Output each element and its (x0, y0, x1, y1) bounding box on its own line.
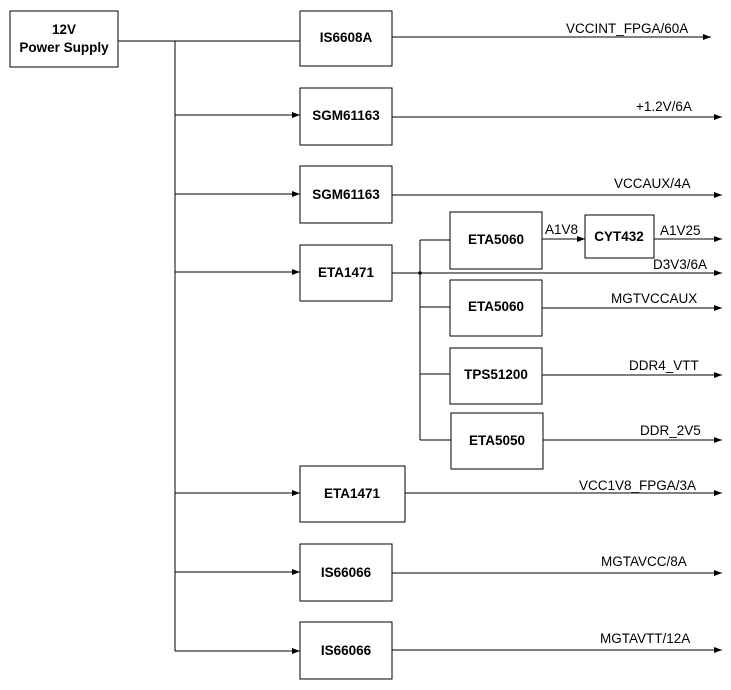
rail-label-mgtvccaux: MGTVCCAUX (611, 291, 697, 306)
eta1471-a-subtree-wiring (392, 239, 722, 441)
rail-label-d3v3: D3V3/6A (653, 257, 707, 272)
block-eta1471-a-label: ETA1471 (318, 265, 375, 280)
block-is6608a: IS6608A (299, 10, 393, 67)
rail-label-a1v8: A1V8 (545, 222, 578, 237)
main-bus-wiring (118, 40, 300, 654)
block-is6608a-label: IS6608A (320, 30, 373, 45)
block-sgm61163-b-label: SGM61163 (312, 187, 380, 202)
rail-label-ddr-2v5: DDR_2V5 (640, 423, 701, 438)
rail-label-1v2: +1.2V/6A (636, 99, 692, 114)
block-eta5050-label: ETA5050 (469, 433, 525, 448)
block-sgm61163-a-label: SGM61163 (312, 108, 380, 123)
block-tps51200: TPS51200 (449, 347, 543, 405)
source-label-line1: 12V (52, 22, 76, 37)
block-eta1471-a: ETA1471 (299, 244, 393, 302)
rail-label-mgtavcc: MGTAVCC/8A (601, 554, 687, 569)
block-is66066-a-label: IS66066 (321, 565, 372, 580)
rail-label-vccaux: VCCAUX/4A (614, 176, 691, 191)
block-eta5060-b-label: ETA5060 (468, 299, 524, 314)
rail-label-vccint: VCCINT_FPGA/60A (566, 21, 688, 36)
source-12v-power-supply: 12V Power Supply (9, 10, 119, 68)
block-is66066-b: IS66066 (299, 621, 393, 680)
block-eta5060-b: ETA5060 (449, 279, 543, 337)
block-eta5060-a-label: ETA5060 (468, 232, 524, 247)
rail-label-mgtavtt: MGTAVTT/12A (600, 631, 690, 646)
block-sgm61163-b: SGM61163 (299, 165, 393, 224)
block-sgm61163-a: SGM61163 (299, 87, 393, 146)
block-is66066-a: IS66066 (299, 543, 393, 602)
block-eta1471-b: ETA1471 (299, 465, 406, 523)
rail-label-ddr4-vtt: DDR4_VTT (629, 358, 699, 373)
source-label-line2: Power Supply (19, 40, 109, 55)
block-tps51200-label: TPS51200 (464, 367, 528, 382)
rail-label-vcc1v8: VCC1V8_FPGA/3A (579, 478, 696, 493)
block-cyt432-label: CYT432 (594, 229, 644, 244)
block-eta5050: ETA5050 (450, 412, 544, 470)
block-cyt432: CYT432 (584, 214, 655, 259)
rail-label-a1v25: A1V25 (660, 223, 701, 238)
block-eta5060-a: ETA5060 (449, 211, 543, 270)
block-eta1471-b-label: ETA1471 (324, 486, 381, 501)
block-is66066-b-label: IS66066 (321, 643, 372, 658)
